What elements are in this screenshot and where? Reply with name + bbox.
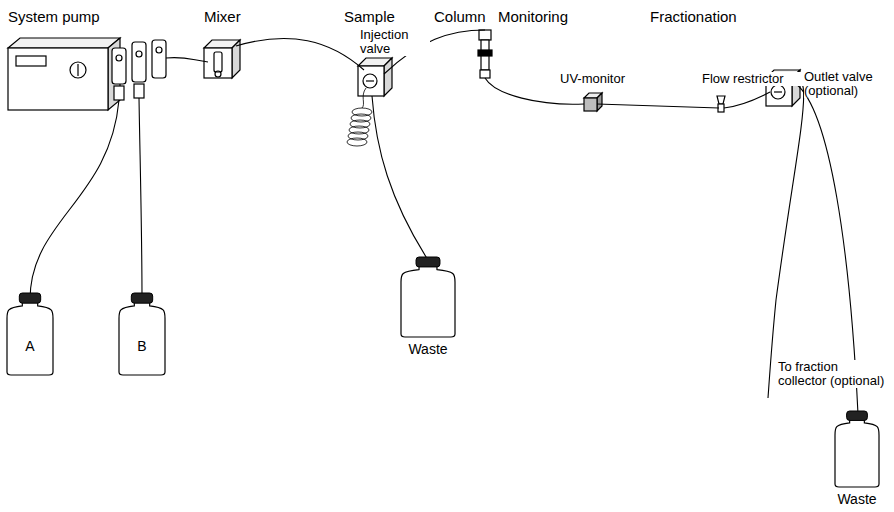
uv-monitor bbox=[584, 93, 602, 111]
section-heading: Sample bbox=[344, 10, 395, 24]
bottle: B bbox=[118, 292, 166, 376]
bottle: Waste bbox=[400, 256, 456, 358]
bottle-outline bbox=[6, 292, 54, 376]
mixer bbox=[204, 40, 240, 78]
section-heading: Column bbox=[434, 10, 486, 24]
section-heading: Fractionation bbox=[650, 10, 737, 24]
system-pump bbox=[8, 38, 166, 110]
section-heading: Mixer bbox=[204, 10, 241, 24]
bottle-outline bbox=[118, 292, 166, 376]
part-label: Outlet valve (optional) bbox=[804, 70, 890, 98]
sample-loop bbox=[347, 88, 372, 146]
tubing bbox=[30, 30, 858, 414]
bottle-letter: A bbox=[6, 338, 54, 354]
section-heading: Monitoring bbox=[498, 10, 568, 24]
section-heading: System pump bbox=[8, 10, 100, 24]
column bbox=[478, 30, 492, 78]
part-label: Flow restrictor bbox=[702, 72, 812, 86]
bottle-letter: B bbox=[118, 338, 166, 354]
bottle-outline bbox=[834, 410, 880, 488]
part-label: To fraction collector (optional) bbox=[778, 360, 888, 388]
bottle-label: Waste bbox=[390, 341, 466, 357]
flow-restrictor bbox=[717, 96, 725, 112]
bottle-label: Waste bbox=[824, 491, 890, 507]
part-label: Injection valve bbox=[360, 28, 430, 56]
bottle: A bbox=[6, 292, 54, 376]
bottle-outline bbox=[400, 256, 456, 338]
part-label: UV-monitor bbox=[560, 72, 650, 86]
injection-valve bbox=[358, 58, 392, 96]
bottle: Waste bbox=[834, 410, 880, 508]
